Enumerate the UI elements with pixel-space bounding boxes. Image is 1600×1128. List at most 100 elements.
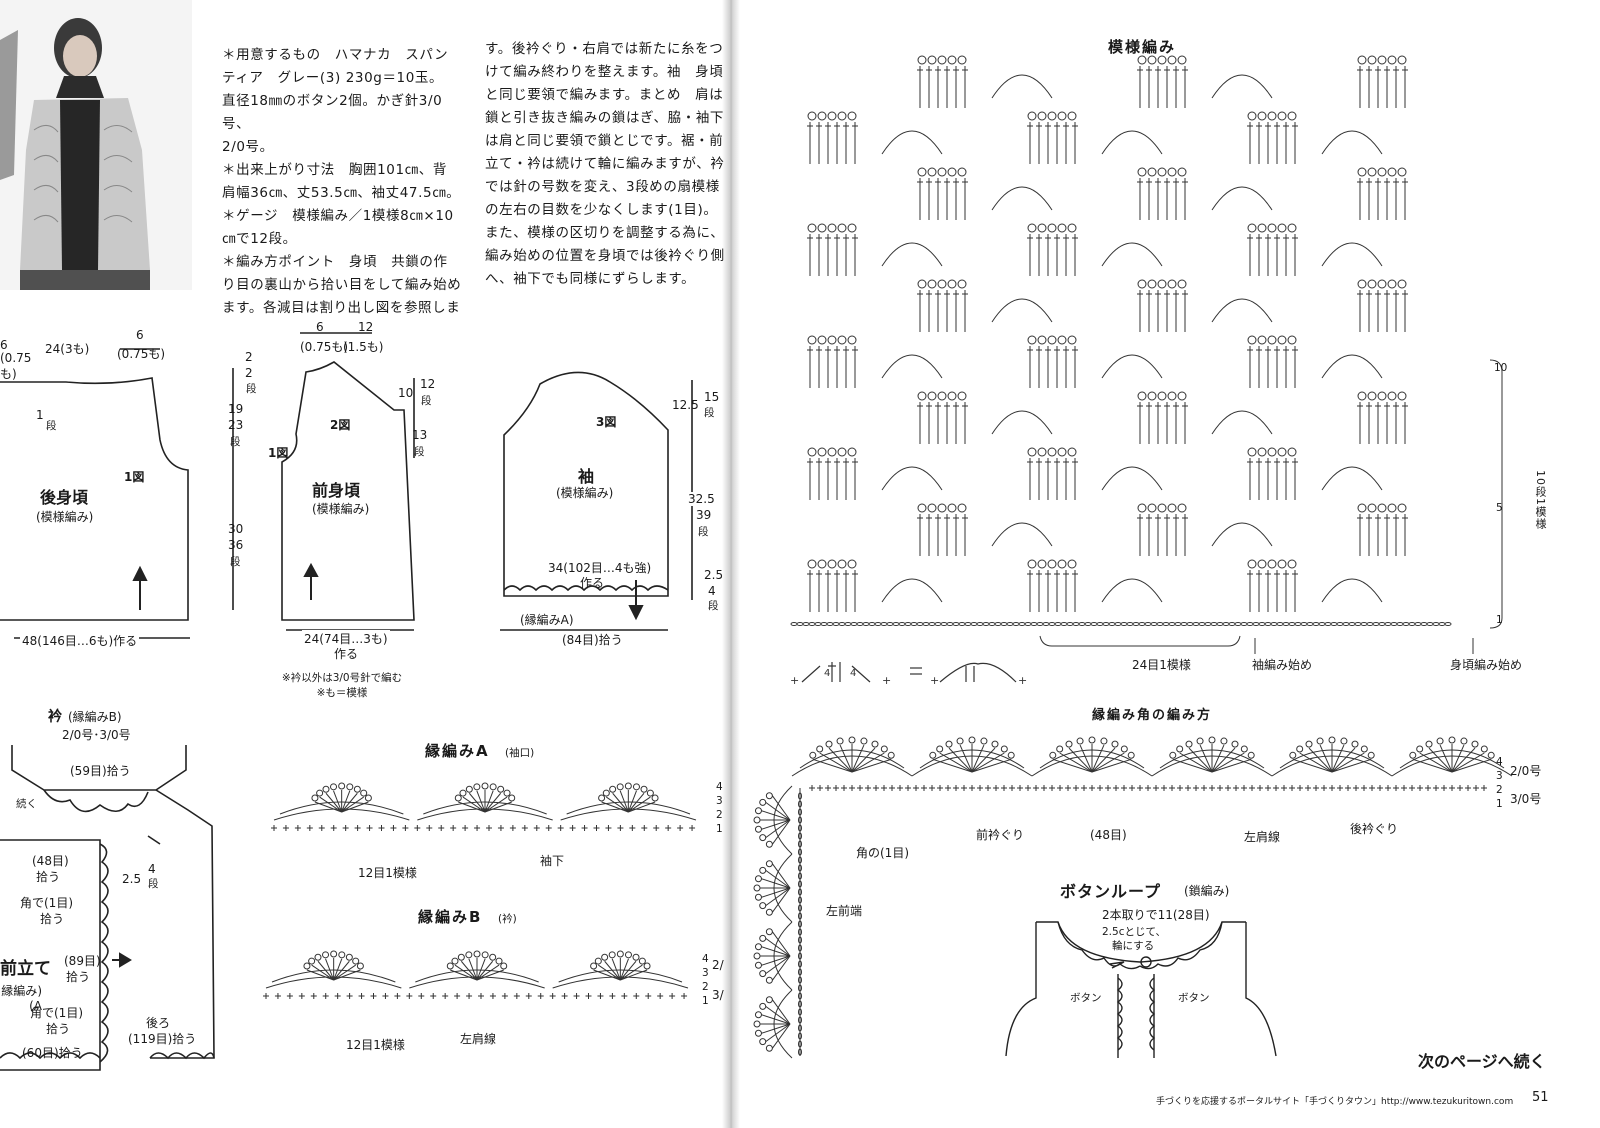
pattern-vertical: 10段1模様 <box>1534 470 1547 530</box>
front-bottom2: 作る <box>334 647 359 661</box>
instruction-line: ＊ゲージ 模様編み／1模様8㎝×10 <box>222 208 454 224</box>
collar-l48: (48目) <box>32 854 69 868</box>
sleeve-len: 32.5 <box>688 492 715 506</box>
corner-back-neck: 後衿ぐり <box>1350 822 1399 836</box>
corner-hook2: 3/0号 <box>1510 792 1542 806</box>
pattern-repeat: 24目1模様 <box>1132 658 1191 672</box>
collar-len-b: 4 <box>148 862 156 876</box>
pattern-side-10: 10 <box>1494 362 1508 374</box>
sleeve-title: 袖 <box>578 467 595 486</box>
edgeB-chart <box>263 950 689 999</box>
model-photo <box>0 0 192 290</box>
front-left-v2c: 段 <box>230 436 241 448</box>
edgeB-row3: 3 <box>702 967 709 979</box>
back-top-left: 6 <box>0 338 8 352</box>
instruction-line: 編み始めの位置を身頃では後衿ぐり側 <box>485 248 725 264</box>
corner-hook1: 2/0号 <box>1510 764 1542 778</box>
corner-shoulder: 左肩線 <box>1244 830 1281 844</box>
collar-corner3: 角で(1目) <box>30 1006 83 1020</box>
collar-corner: 角で(1目) <box>20 896 73 910</box>
next-page: 次のページへ続く <box>1418 1052 1546 1071</box>
pattern-title: 模様編み <box>1108 38 1177 56</box>
instruction-line: は肩と同じ要領で鎖とじです。裾・前 <box>485 133 724 149</box>
sleeve-cuff: 2.5 <box>704 568 724 582</box>
collar-title: 衿 <box>48 709 62 725</box>
front-right-v1: 10 <box>398 386 414 400</box>
corner-count: (48目) <box>1090 828 1127 842</box>
front-sub: (模様編み) <box>312 502 370 516</box>
edgeA-row1: 1 <box>716 823 723 835</box>
collar-hooks: 2/0号･3/0号 <box>62 728 131 742</box>
collar-sub: (縁編みB) <box>68 710 122 724</box>
corner-row2: 2 <box>1496 784 1503 796</box>
edgeB-sub: (衿) <box>498 913 517 925</box>
front-left-v3c: 段 <box>230 556 241 568</box>
sleeve-cap-c: 段 <box>704 407 715 419</box>
collar-back2: (119目)拾う <box>128 1032 197 1046</box>
collar-front-sub: (縁編みA) <box>1 984 42 1013</box>
collar-cont: 続く <box>16 798 37 810</box>
button-note3: 輪にする <box>1112 940 1155 952</box>
instruction-line: 肩幅36㎝、丈53.5㎝、袖丈47.5㎝。 <box>222 185 461 201</box>
sleeve-fig: 3図 <box>596 415 617 429</box>
front-left-v2: 19 <box>228 402 244 416</box>
pattern-start-sleeve: 袖編み始め <box>1252 658 1313 672</box>
edgeA-row2: 2 <box>716 809 723 821</box>
back-dec: 1 <box>36 408 44 422</box>
instruction-line: ます。各減目は割り出し図を参照しま <box>222 300 461 316</box>
sleeve-cuff-c: 段 <box>708 600 719 612</box>
svg-text:+: + <box>882 674 891 687</box>
sleeve-cuff-b: 4 <box>708 584 716 598</box>
edgeA-title: 縁編みA <box>425 742 490 760</box>
pattern-chart <box>790 55 1452 626</box>
front-left-v1: 2 <box>245 350 253 364</box>
sleeve-width2: 作る <box>580 576 605 590</box>
note-1: ※衿以外は3/0号針で編む <box>281 672 403 684</box>
pattern-rowbracket <box>1489 359 1503 629</box>
front-right-v2: 13 <box>412 428 428 442</box>
instruction-line: ＊編み方ポイント 身頃 共鎖の作 <box>222 254 448 270</box>
front-left-v2b: 23 <box>228 418 244 432</box>
edgeB-title: 縁編みB <box>418 908 483 926</box>
button-note1: 2本取りで11(28目) <box>1102 908 1210 922</box>
svg-text:+: + <box>1018 674 1027 687</box>
back-top-mid: 24(3も) <box>45 342 90 356</box>
instruction-line: 2/0号。 <box>222 139 274 155</box>
button-title: ボタンループ <box>1060 882 1162 901</box>
front-right-v1b: 12 <box>420 377 436 391</box>
front-top1b: (0.75も) <box>300 340 349 354</box>
front-right-v1c: 段 <box>421 395 432 407</box>
instruction-line: ＊出来上がり寸法 胸囲101㎝、背 <box>222 162 447 178</box>
edgeB-row1: 1 <box>702 995 709 1007</box>
collar-corner2: 拾う <box>40 912 65 926</box>
svg-text:+: + <box>930 674 939 687</box>
instruction-line: ㎝で12段。 <box>222 231 297 247</box>
front-top2b: (1.5も) <box>343 340 384 354</box>
instruction-line: へ、袖下でも同様にずらします。 <box>485 271 696 287</box>
edgeB-hook1: 2/ <box>712 958 724 972</box>
edgeA-row3: 3 <box>716 795 723 807</box>
instruction-line: す。後衿ぐり・右肩では新たに糸をつ <box>485 41 724 57</box>
back-dec-unit: 段 <box>46 420 57 432</box>
back-sub: (模様編み) <box>36 510 94 524</box>
edgeA-chart <box>271 782 697 831</box>
corner-row4: 4 <box>1496 756 1503 768</box>
sleeve-len-b: 39 <box>696 508 712 522</box>
pattern-side-1: 1 <box>1496 614 1503 626</box>
corner-front-edge: 左前端 <box>826 904 863 918</box>
corner-corner: 角の(1目) <box>856 846 909 860</box>
sleeve-edge: (縁編みA) <box>520 613 574 627</box>
edgeB-repeat: 12目1模様 <box>346 1038 405 1052</box>
front-fig2: 2図 <box>330 418 351 432</box>
edgeB-row2: 2 <box>702 981 709 993</box>
front-right-v2c: 段 <box>414 446 425 458</box>
instruction-line: 立て・衿は続けて輪に編みますが、衿 <box>485 156 725 172</box>
corner-front-neck: 前衿ぐり <box>976 828 1025 842</box>
button-btn1: ボタン <box>1070 992 1102 1004</box>
instruction-line: けて編み終わりを整えます。袖 身頃 <box>485 64 724 80</box>
pattern-legend: + 4 4 + + + <box>790 662 1027 687</box>
collar-l89: (89目) <box>64 954 101 968</box>
sleeve-sub: (模様編み) <box>556 486 614 500</box>
sleeve-len-c: 段 <box>698 524 709 539</box>
instruction-line: 直径18㎜のボタン2個。かぎ針3/0号、 <box>222 93 443 132</box>
